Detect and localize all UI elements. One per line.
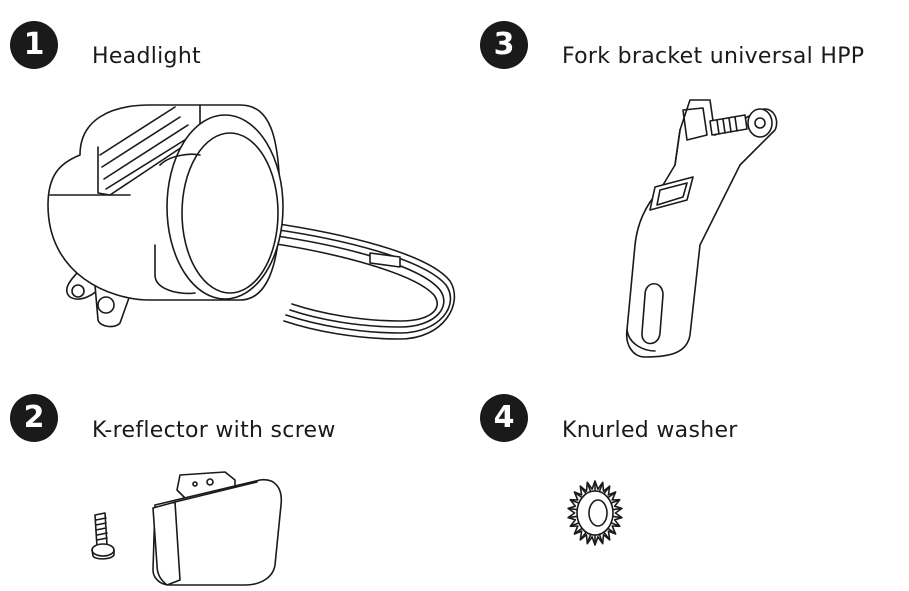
knurled-washer-illustration xyxy=(567,480,623,546)
headlight-illustration xyxy=(47,104,456,340)
item-label-headlight: Headlight xyxy=(92,44,201,69)
washer-tooth-line xyxy=(586,533,592,544)
item-number-badge-2: 2 xyxy=(10,394,58,442)
screw-illustration xyxy=(91,512,115,560)
washer-tooth-line xyxy=(598,533,604,544)
item-label-k-reflector: K-reflector with screw xyxy=(92,418,336,443)
item-label-fork-bracket: Fork bracket universal HPP xyxy=(562,44,865,69)
item-number-badge-1: 1 xyxy=(10,21,58,69)
k-reflector-illustration xyxy=(91,471,283,586)
item-number-badge-4: 4 xyxy=(480,394,528,442)
washer-tooth-line xyxy=(598,482,604,493)
item-label-knurled-washer: Knurled washer xyxy=(562,418,738,443)
item-number-badge-3: 3 xyxy=(480,21,528,69)
reflector-body xyxy=(152,471,283,586)
fork-bracket-illustration xyxy=(625,99,778,358)
washer-tooth-line xyxy=(586,482,592,493)
